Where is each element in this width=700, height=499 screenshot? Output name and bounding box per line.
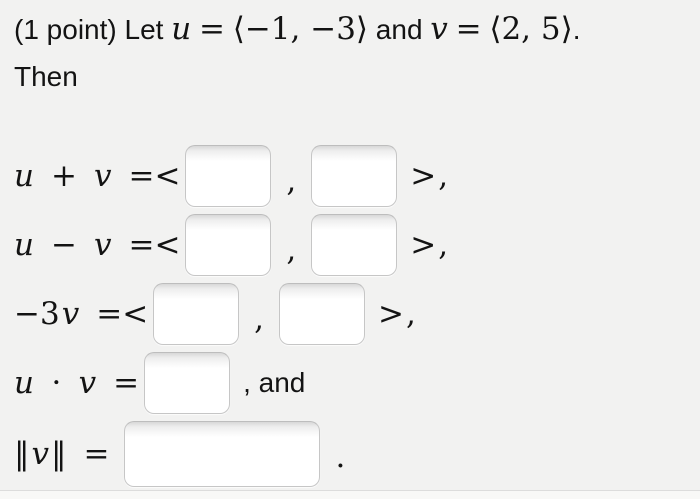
math-var-u: u <box>14 157 34 194</box>
equation-label-dot-product: u ⋅ v = <box>14 364 140 401</box>
close-bracket: >, <box>378 295 418 332</box>
bottom-divider <box>0 490 700 491</box>
scalar-y-input[interactable] <box>279 283 366 345</box>
minus-operator: − <box>50 226 77 263</box>
points-prefix: (1 point) Let <box>14 14 164 45</box>
then-label: Then <box>14 61 78 92</box>
and-word: and <box>375 14 423 45</box>
math-var-v: v <box>430 11 448 47</box>
u-minus-v-x-input[interactable] <box>185 214 272 276</box>
equals-sign: = <box>83 435 110 472</box>
u-vector-value: ⟨−1, −3⟩ <box>232 11 369 47</box>
equation-label-norm: ‖v‖ = <box>14 435 110 472</box>
norm-bar-open: ‖ <box>14 435 30 472</box>
equals-open-bracket: =< <box>128 226 181 263</box>
equals-sign: = <box>455 11 482 47</box>
comma-separator: , <box>286 232 297 268</box>
row-u-plus-v: u + v =< , >, <box>14 145 686 207</box>
row-dot-product: u ⋅ v = , and <box>14 352 686 414</box>
math-var-v: v <box>93 157 112 194</box>
close-bracket: >, <box>410 157 451 194</box>
equals-sign: = <box>113 364 140 401</box>
dot-product-input[interactable] <box>144 352 231 414</box>
row-vector-norm: ‖v‖ = . <box>14 421 686 487</box>
comma-separator: , <box>254 301 265 337</box>
bottom-strip <box>0 491 700 499</box>
math-var-u: u <box>14 364 34 401</box>
math-var-v: v <box>61 295 80 332</box>
plus-operator: + <box>50 157 77 194</box>
comma-separator: , <box>286 163 297 199</box>
sentence-period: . <box>572 14 581 45</box>
scalar-x-input[interactable] <box>153 283 240 345</box>
math-var-u: u <box>171 11 192 47</box>
norm-bar-close: ‖ <box>51 435 67 472</box>
equals-open-bracket: =< <box>128 157 181 194</box>
dot-operator: ⋅ <box>50 364 62 401</box>
math-var-v: v <box>31 435 50 472</box>
close-bracket: >, <box>410 226 451 263</box>
equals-sign: = <box>198 11 225 47</box>
norm-input[interactable] <box>123 421 320 487</box>
and-suffix: , and <box>243 367 306 398</box>
scalar-coefficient: −3 <box>14 295 60 332</box>
problem-content: (1 point) Let u = ⟨−1, −3⟩ and v = ⟨2, 5… <box>14 8 686 487</box>
u-plus-v-y-input[interactable] <box>311 145 398 207</box>
row-u-minus-v: u−v =< , >, <box>14 214 686 276</box>
sentence-period: . <box>335 439 346 475</box>
v-vector-value: ⟨2, 5⟩ <box>489 11 573 47</box>
equation-label-u-minus-v: u−v =< <box>14 226 181 263</box>
problem-statement: (1 point) Let u = ⟨−1, −3⟩ and v = ⟨2, 5… <box>14 8 686 51</box>
math-var-v: v <box>93 226 112 263</box>
math-var-u: u <box>14 226 34 263</box>
math-var-v: v <box>78 364 97 401</box>
equals-open-bracket: =< <box>96 295 149 332</box>
u-plus-v-x-input[interactable] <box>185 145 272 207</box>
u-minus-v-y-input[interactable] <box>311 214 398 276</box>
equation-label-u-plus-v: u + v =< <box>14 157 181 194</box>
